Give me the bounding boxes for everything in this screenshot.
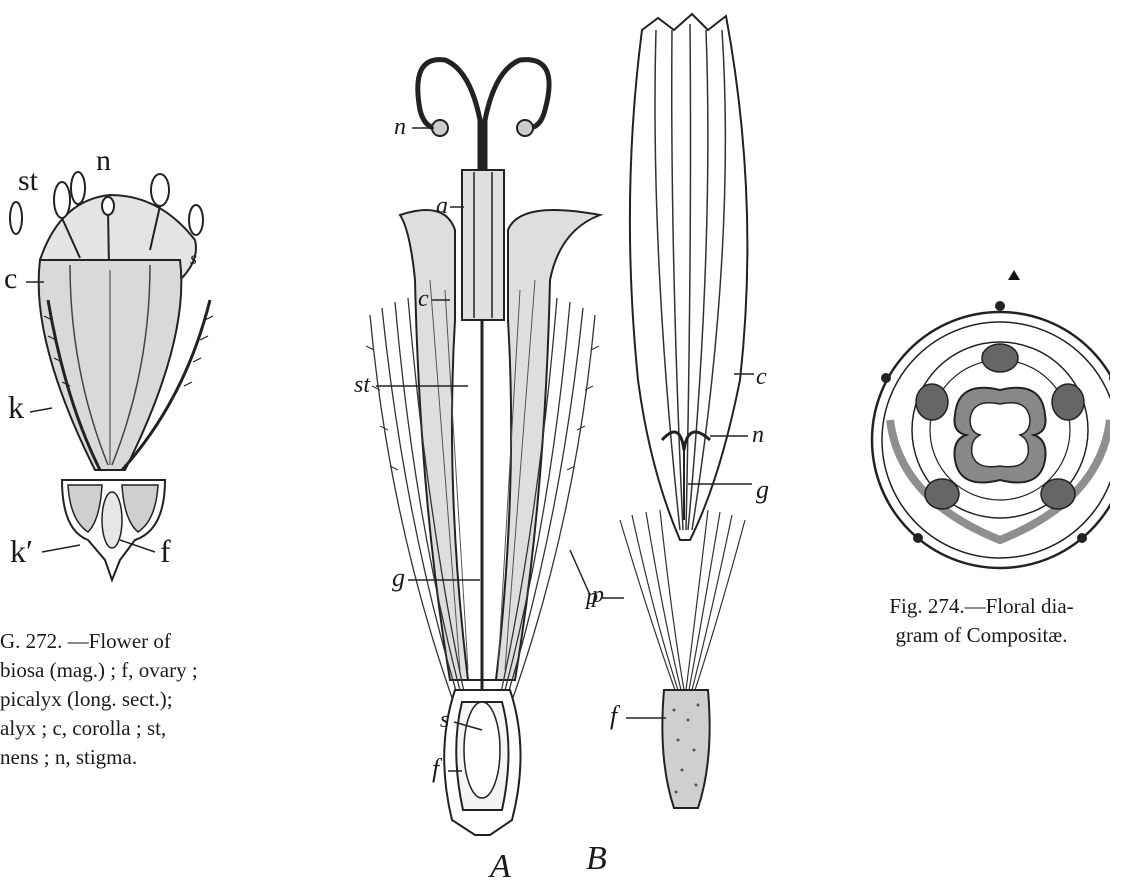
label-st: st xyxy=(18,164,39,197)
label-f: f xyxy=(160,533,171,569)
caption-line: gram of Compositæ. xyxy=(820,621,1143,650)
label-c: c xyxy=(4,262,17,295)
figure-letter-b: B xyxy=(586,840,607,878)
label-k-prime: k′ xyxy=(10,533,33,569)
caption-line: G. 272. —Flower of xyxy=(0,627,236,656)
label-g: g xyxy=(756,475,769,504)
caption-line: nens ; n, stigma. xyxy=(0,743,236,772)
caption-fig-272: G. 272. —Flower of biosa (mag.) ; f, ova… xyxy=(0,627,236,772)
label-k: k xyxy=(8,389,24,425)
label-a: a xyxy=(436,193,448,219)
caption-line: biosa (mag.) ; f, ovary ; xyxy=(0,656,236,685)
figure-274-floral-diagram xyxy=(860,270,1110,590)
label-p: p xyxy=(584,584,598,610)
label-c: c xyxy=(418,286,429,312)
label-f: f xyxy=(432,754,443,783)
caption-line: picalyx (long. sect.); xyxy=(0,685,236,714)
label-s: s xyxy=(190,248,197,268)
caption-line: alyx ; c, corolla ; st, xyxy=(0,714,236,743)
label-n: n xyxy=(394,114,406,140)
label-f: f xyxy=(610,701,621,730)
figure-273b-floret: c n g p f xyxy=(580,0,780,820)
label-c: c xyxy=(756,364,767,390)
figure-letter-a: A xyxy=(490,848,511,886)
label-g: g xyxy=(392,563,405,592)
label-s: s xyxy=(440,707,449,733)
label-n: n xyxy=(752,422,764,448)
label-n: n xyxy=(96,144,111,177)
figure-272-scabiosa-flower: st n c s k k′ f xyxy=(0,140,240,600)
label-st: st xyxy=(354,372,371,398)
caption-line: Fig. 274.—Floral dia- xyxy=(820,592,1143,621)
caption-fig-274: Fig. 274.—Floral dia- gram of Compositæ. xyxy=(820,592,1143,650)
